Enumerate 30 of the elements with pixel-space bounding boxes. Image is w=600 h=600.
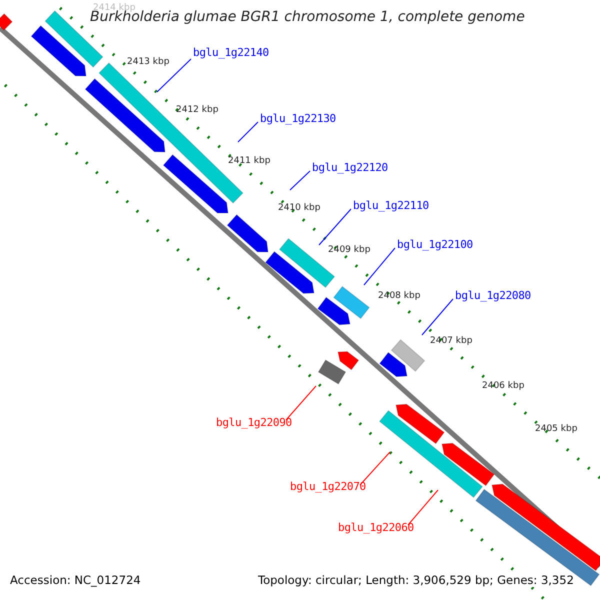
scale-label: 2405 kbp	[535, 424, 578, 434]
gene-label: bglu_1g22080	[455, 290, 531, 303]
scale-label: 2409 kbp	[328, 245, 370, 256]
gene-label: bglu_1g22060	[338, 522, 414, 535]
scale-label: 2413 kbp	[127, 57, 170, 68]
gene-label: bglu_1g22110	[353, 200, 429, 213]
scale-label: 2410 kbp	[278, 203, 320, 214]
leader-line	[290, 170, 310, 190]
leader-line	[238, 122, 258, 142]
footer-text: Topology: circular; Length: 3,906,529 bp; Genes: 3,352	[258, 574, 574, 588]
footer-text: Accession: NC_012724	[10, 574, 141, 588]
leader-line	[408, 490, 438, 526]
scale-label: 2411 kbp	[228, 156, 270, 166]
leader-line	[156, 58, 192, 92]
gene-label: bglu_1g22130	[260, 113, 336, 126]
leader-line	[360, 452, 390, 486]
scale-label: 2412 kbp	[176, 105, 218, 116]
leader-line	[318, 208, 352, 246]
leader-line	[364, 248, 396, 286]
leader-line	[422, 298, 454, 336]
scale-label: 2407 kbp	[430, 336, 472, 346]
map-title: Burkholderia glumae BGR1 chromosome 1, complete genome	[90, 9, 525, 26]
leader-line	[286, 386, 316, 420]
gene-label: bglu_1g22090	[216, 417, 292, 430]
gene-label: bglu_1g22140	[193, 47, 269, 60]
gene-label: bglu_1g22100	[397, 239, 473, 252]
scale-label: 2408 kbp	[378, 291, 420, 302]
scale-label: 2406 kbp	[482, 381, 524, 392]
gene-label: bglu_1g22070	[290, 481, 366, 494]
gene-label: bglu_1g22120	[312, 162, 388, 175]
